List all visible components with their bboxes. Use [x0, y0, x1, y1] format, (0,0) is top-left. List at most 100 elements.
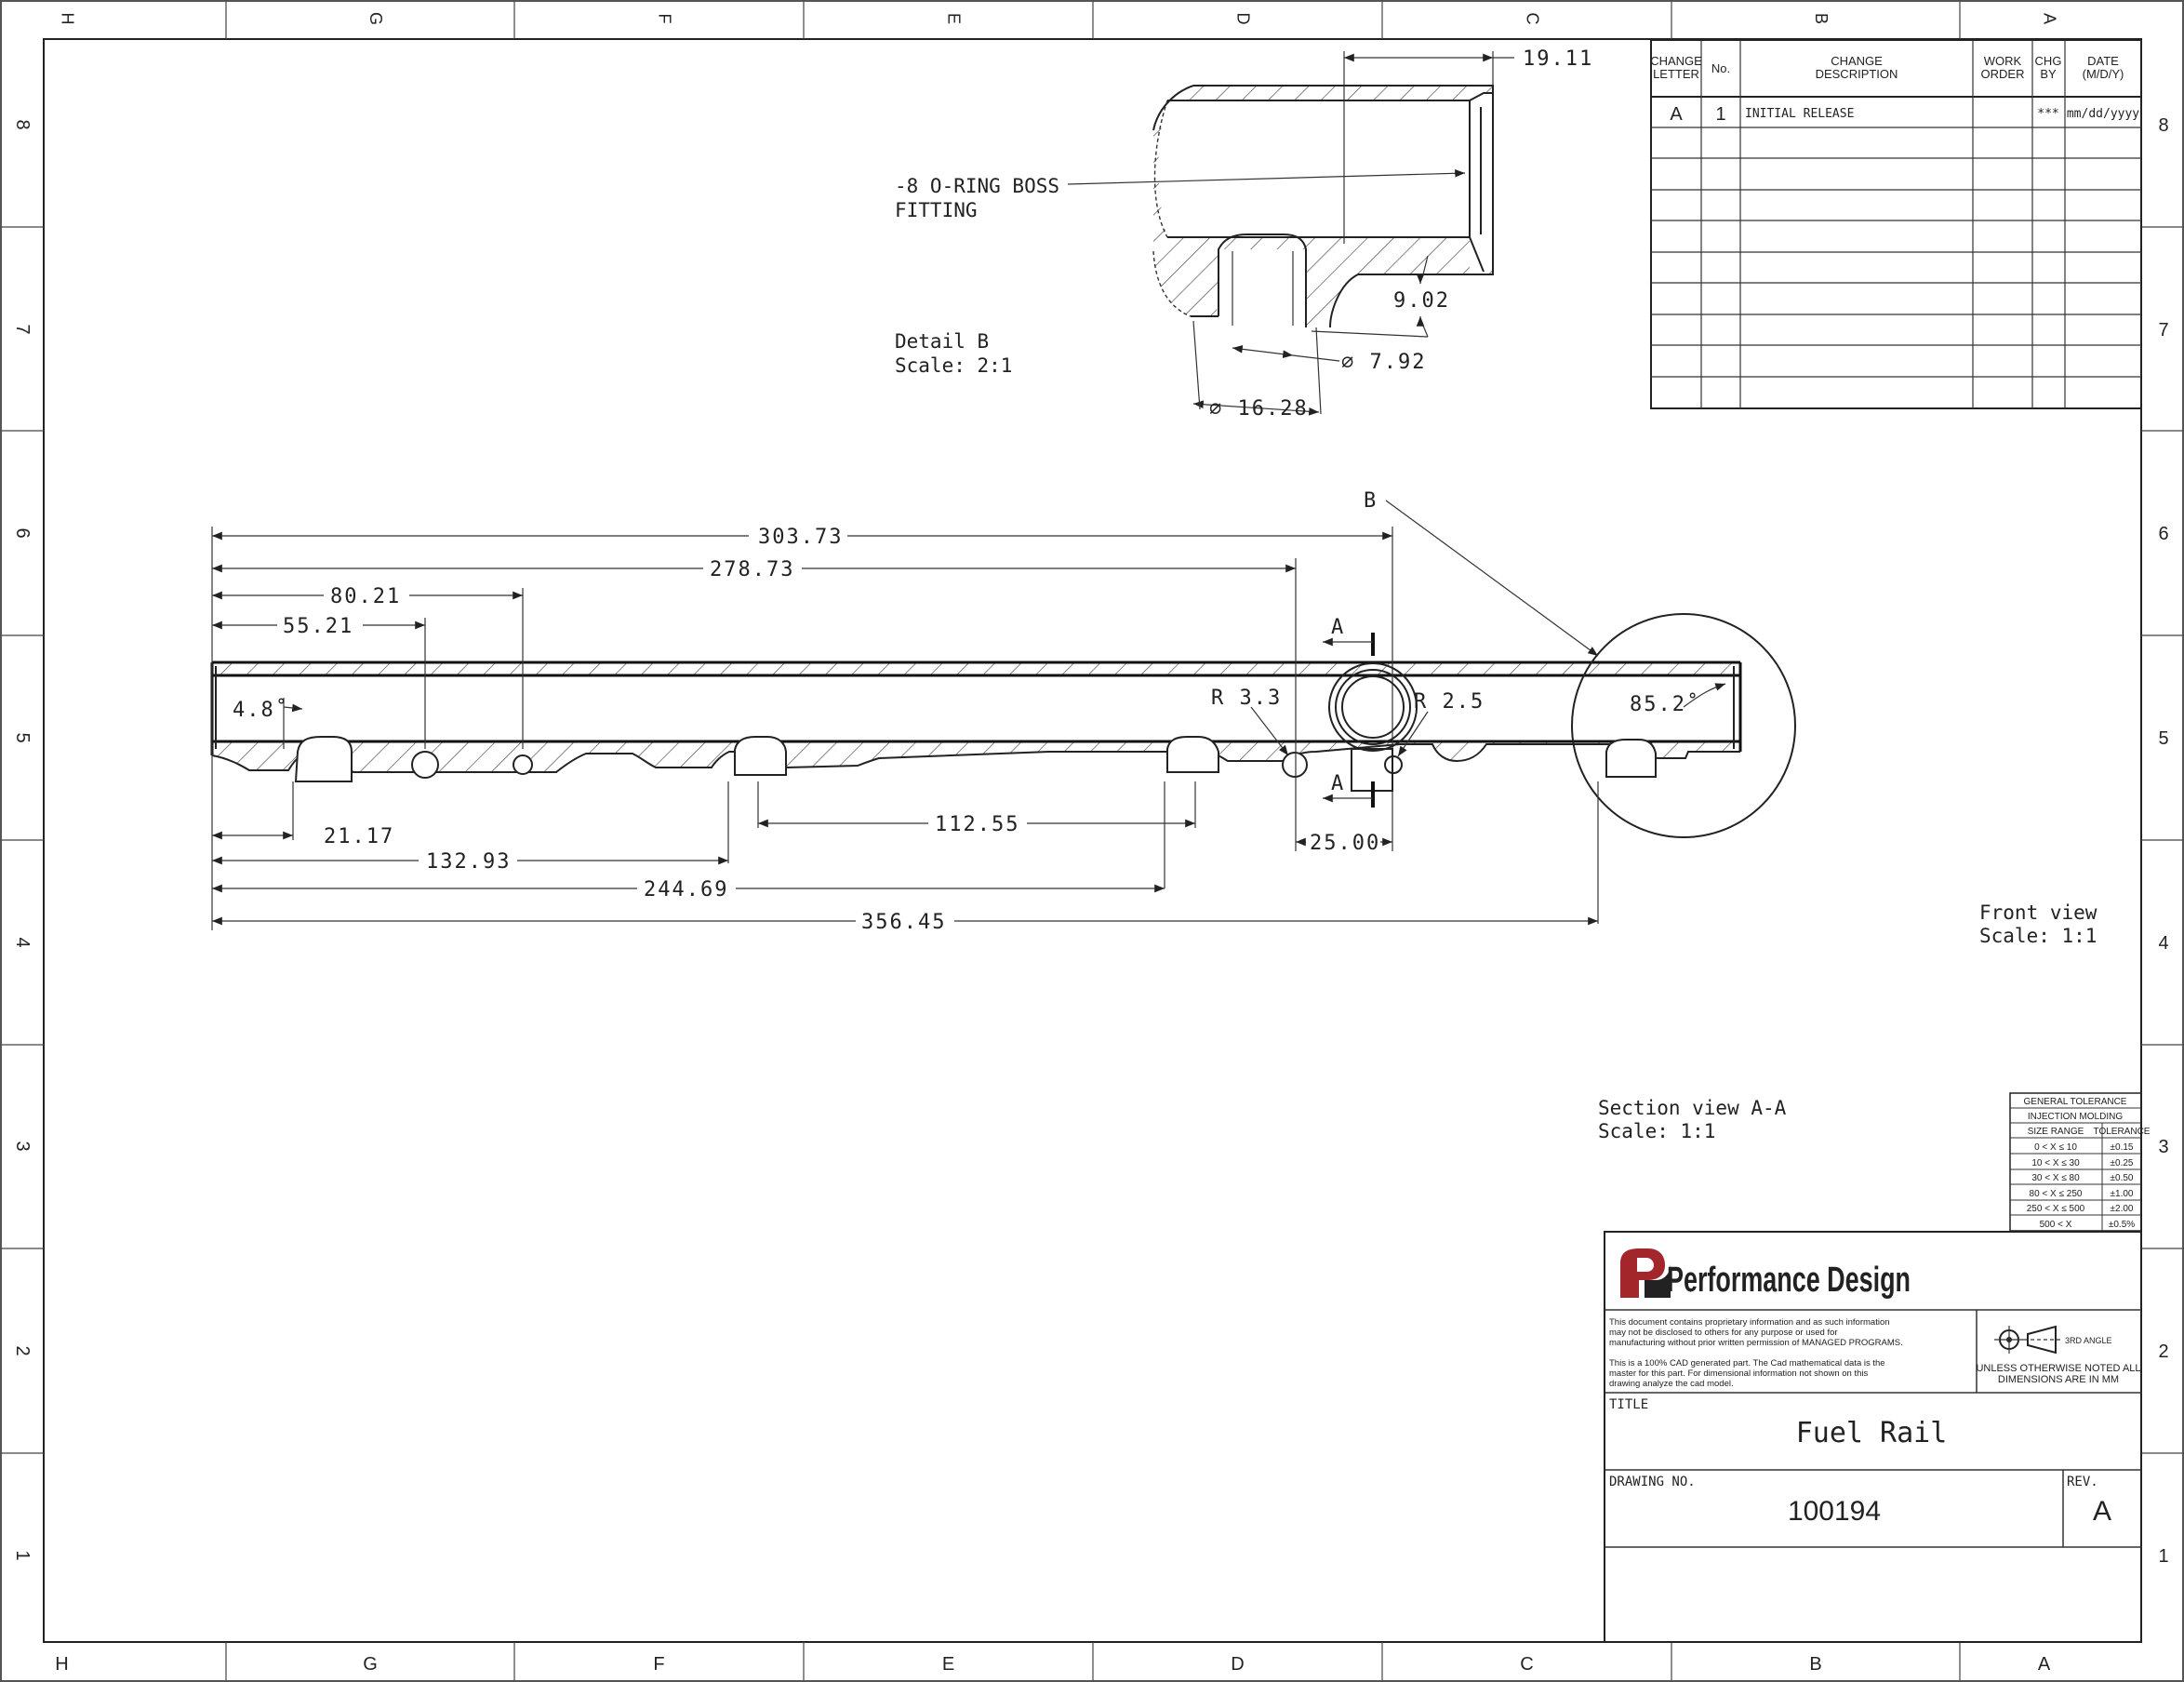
dim-112-55: 112.55 — [935, 813, 1019, 836]
zone-row-label: 5 — [12, 732, 33, 742]
units-note-line1: UNLESS OTHERWISE NOTED ALL — [1976, 1363, 2140, 1374]
tolerance-range: 250 < X ≤ 500 — [2027, 1204, 2085, 1214]
dim-25-00: 25.00 — [1310, 832, 1380, 855]
angle-85-2: 85.2˚ — [1630, 693, 1700, 716]
angle-label: 3RD ANGLE — [2065, 1336, 2112, 1345]
detail-b-label: Detail B — [895, 330, 989, 353]
zone-row-label: 8 — [12, 119, 33, 129]
zone-row-label: 4 — [2158, 933, 2168, 954]
disclaimer-line: This document contains proprietary infor… — [1609, 1317, 1890, 1328]
rev-label: REV. — [2067, 1475, 2098, 1489]
disclaimer-line: This is a 100% CAD generated part. The C… — [1609, 1358, 1885, 1368]
units-note-line2: DIMENSIONS ARE IN MM — [1998, 1374, 2119, 1385]
zone-column-label: A — [2041, 13, 2059, 24]
rev-header-chg-by-1: CHG — [2035, 54, 2062, 68]
tolerance-range: 80 < X ≤ 250 — [2030, 1189, 2083, 1199]
disclaimer-line: manufacturing without prior written perm… — [1609, 1338, 1903, 1348]
drawing-no-label: DRAWING NO. — [1609, 1475, 1696, 1489]
zone-column-label: H — [59, 13, 77, 25]
zone-row-label: 6 — [2158, 524, 2168, 544]
zone-column-label: G — [363, 1654, 378, 1675]
section-view-a-a: 303.73 278.73 80.21 55.21 4.8˚ R 3.3 R 2… — [210, 489, 1796, 1142]
zone-column-label: C — [1520, 1654, 1533, 1675]
detail-b-view: 19.11 9.02 ∅ 7.92 ∅ 16.28 -8 O-RING BOSS… — [895, 47, 1593, 420]
rev-chg-by: *** — [2037, 107, 2058, 121]
revision-table: CHANGE LETTER No. CHANGE DESCRIPTION WOR… — [1650, 39, 2142, 409]
zone-row-label: 7 — [2158, 320, 2168, 340]
tolerance-range: 10 < X ≤ 30 — [2031, 1158, 2080, 1168]
zone-column-label: E — [942, 1654, 954, 1675]
dim-19-11: 19.11 — [1523, 47, 1593, 71]
tolerance-table: GENERAL TOLERANCE INJECTION MOLDING SIZE… — [2009, 1092, 2151, 1232]
rev-header-change-description-1: CHANGE — [1831, 54, 1883, 68]
rev-header-work-order-2: ORDER — [1981, 67, 2025, 81]
dim-356-45: 356.45 — [861, 911, 946, 934]
dim-dia-16-28: ∅ 16.28 — [1209, 397, 1309, 420]
disclaimer-line: drawing analyze the cad model. — [1609, 1379, 1734, 1389]
zone-row-label: 2 — [2158, 1342, 2168, 1362]
zone-row-label: 6 — [12, 527, 33, 538]
rev-no: 1 — [1715, 104, 1725, 125]
dim-303-73: 303.73 — [758, 526, 843, 549]
detail-b-scale: Scale: 2:1 — [895, 354, 1012, 377]
tolerance-value: ±0.50 — [2111, 1173, 2134, 1183]
company-logo: Performance Design — [1620, 1248, 1911, 1300]
dim-55-21: 55.21 — [283, 615, 353, 638]
tolerance-value: ±1.00 — [2111, 1189, 2134, 1199]
section-marker-bottom: A — [1331, 772, 1345, 795]
company-name: Performance Design — [1667, 1261, 1911, 1300]
tolerance-range: 30 < X ≤ 80 — [2031, 1173, 2080, 1183]
radius-3-3: R 3.3 — [1211, 687, 1282, 710]
dim-278-73: 278.73 — [710, 558, 794, 581]
zone-column-label: B — [1812, 13, 1831, 24]
zone-column-label: A — [2038, 1654, 2051, 1675]
oring-note-line1: -8 O-RING BOSS — [895, 175, 1059, 197]
zone-column-label: E — [945, 13, 964, 24]
section-view-scale: Scale: 1:1 — [1598, 1120, 1715, 1142]
rev-header-date-1: DATE — [2087, 54, 2119, 68]
zone-row-label: 2 — [12, 1345, 33, 1355]
zone-row-label: 5 — [2158, 728, 2168, 749]
zone-row-label: 8 — [2158, 115, 2168, 136]
title-label: TITLE — [1609, 1397, 1648, 1412]
dim-21-17: 21.17 — [324, 825, 394, 848]
title-block: Performance Design This document contain… — [1604, 1231, 2142, 1643]
front-view-label: Front view — [1979, 901, 2097, 924]
third-angle-projection-icon — [1994, 1325, 2060, 1355]
tolerance-range: 0 < X ≤ 10 — [2034, 1142, 2077, 1153]
rev-header-work-order-1: WORK — [1984, 54, 2022, 68]
radius-2-5: R 2.5 — [1414, 690, 1485, 714]
disclaimer-line: master for this part. For dimensional in… — [1609, 1368, 1869, 1379]
rev-header-change-letter-2: LETTER — [1653, 67, 1699, 81]
dim-132-93: 132.93 — [426, 850, 511, 874]
tolerance-value: ±0.15 — [2111, 1142, 2134, 1153]
rev-header-change-description-2: DESCRIPTION — [1816, 67, 1898, 81]
tolerance-range: 500 < X — [2040, 1220, 2072, 1230]
dim-80-21: 80.21 — [330, 585, 401, 608]
dim-9-02: 9.02 — [1393, 289, 1450, 313]
dim-244-69: 244.69 — [644, 878, 728, 901]
rev-description: INITIAL RELEASE — [1745, 107, 1854, 121]
tolerance-value: ±2.00 — [2111, 1204, 2134, 1214]
rev-header-no: No. — [1711, 61, 1730, 75]
zone-row-label: 7 — [12, 324, 33, 334]
rev-row: A 1 INITIAL RELEASE *** mm/dd/yyyy — [1670, 104, 2139, 125]
zone-column-label: B — [1809, 1654, 1821, 1675]
dim-dia-7-92: ∅ 7.92 — [1341, 351, 1426, 374]
zone-column-label: D — [1234, 13, 1253, 25]
drawing-number: 100194 — [1788, 1496, 1881, 1527]
tolerance-value: ±0.5% — [2109, 1220, 2135, 1230]
zone-column-label: H — [55, 1654, 68, 1675]
zone-row-label: 3 — [2158, 1137, 2168, 1157]
tolerance-title: GENERAL TOLERANCE — [2024, 1097, 2127, 1107]
rev-letter: A — [1670, 104, 1683, 125]
zone-column-label: F — [653, 1654, 664, 1675]
rev-header-change-letter-1: CHANGE — [1650, 54, 1702, 68]
zone-column-label: F — [656, 14, 674, 24]
zone-row-label: 3 — [12, 1141, 33, 1151]
tolerance-col-size: SIZE RANGE — [2028, 1127, 2084, 1137]
